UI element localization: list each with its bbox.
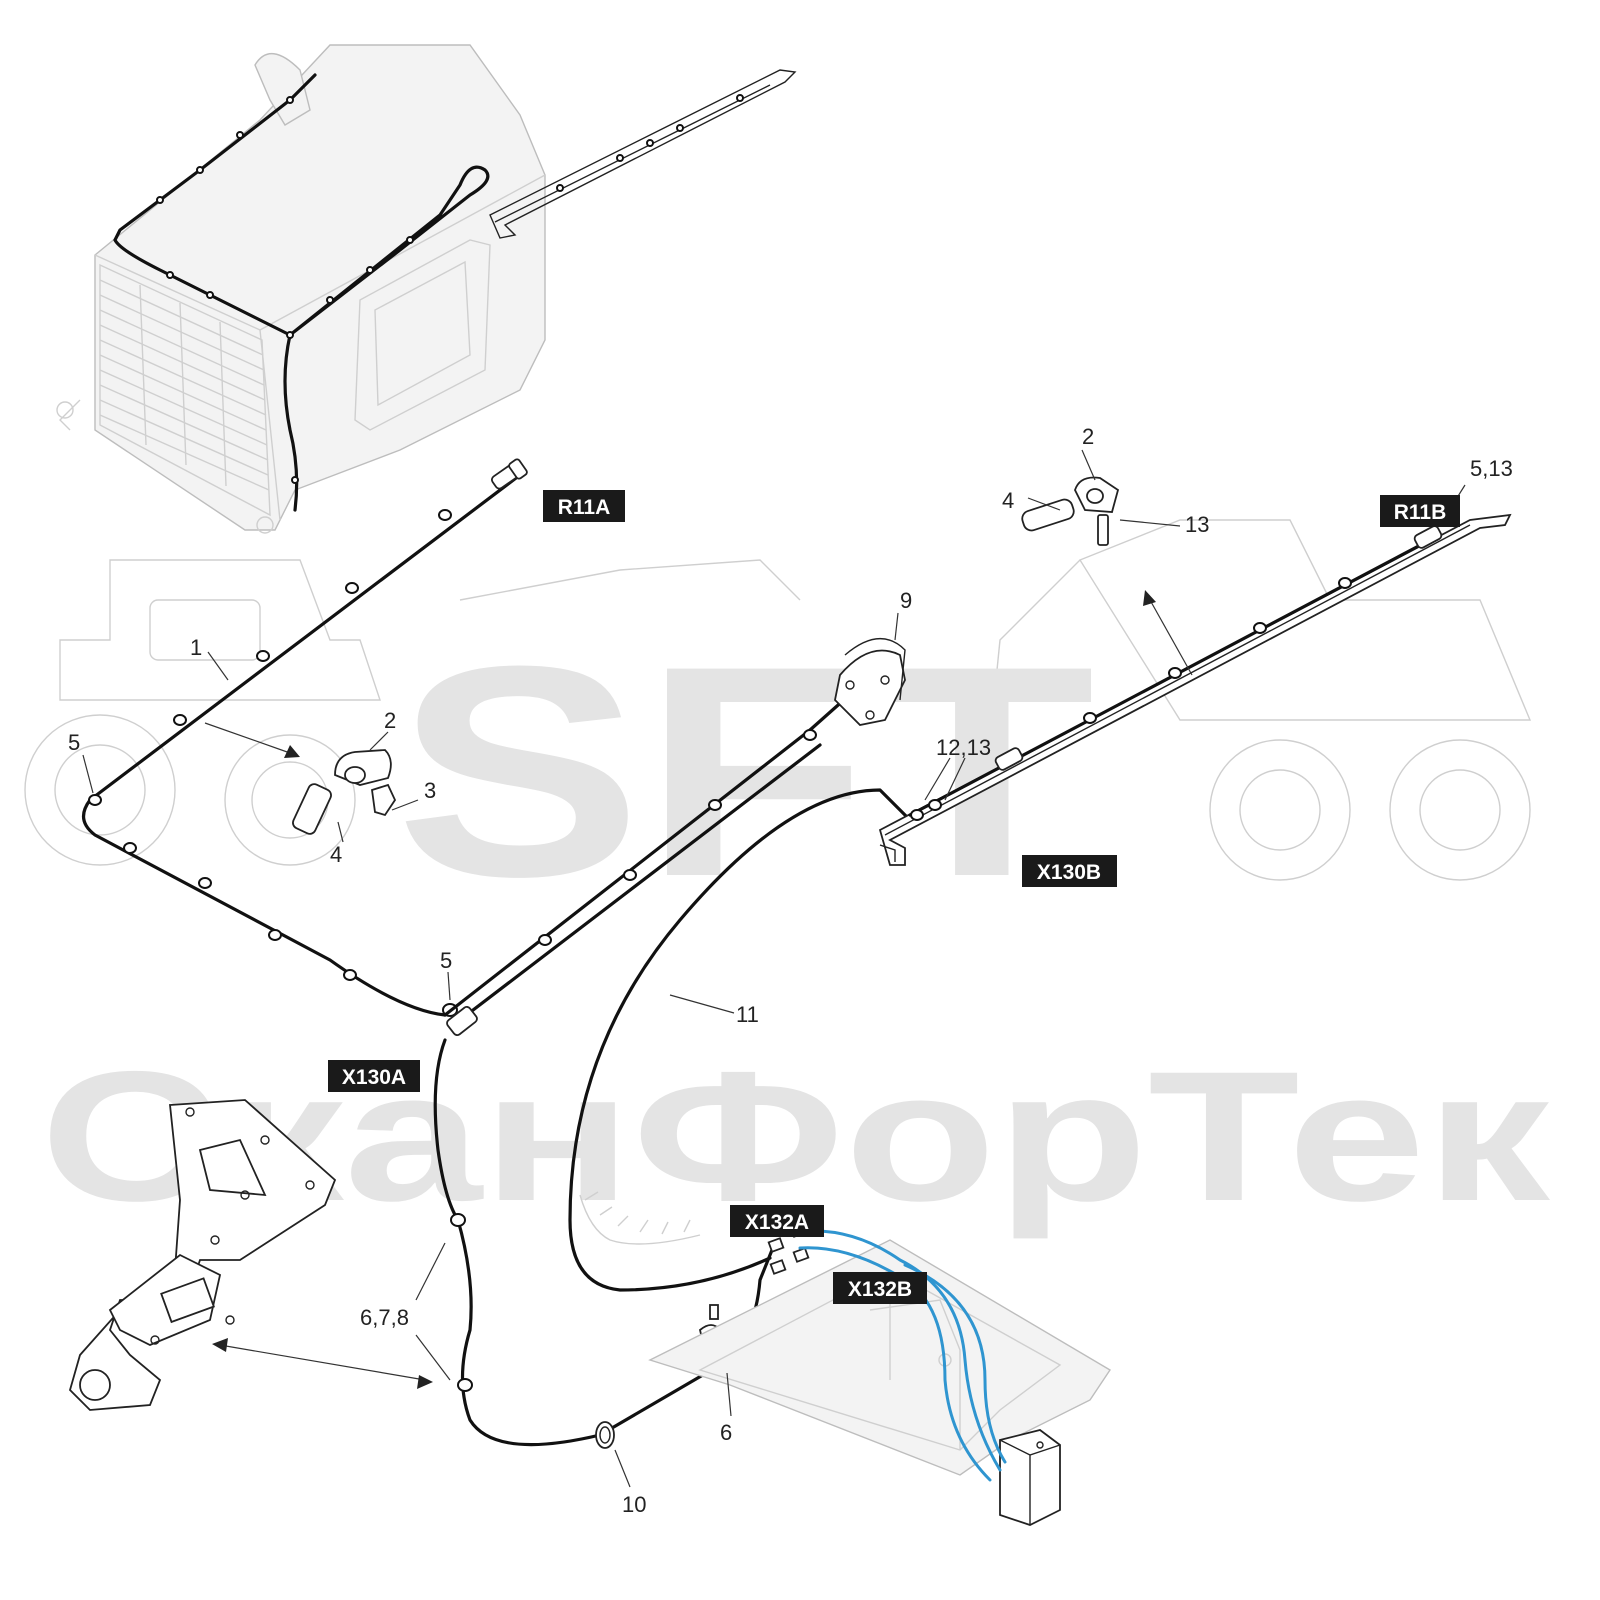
callout-5-left: 5 — [68, 730, 80, 755]
callout-5-center: 5 — [440, 948, 452, 973]
callout-6: 6 — [720, 1420, 732, 1445]
tag-r11a-label: R11A — [558, 496, 611, 519]
callout-4-right: 4 — [1002, 488, 1014, 513]
watermark-tractor-right — [989, 519, 1532, 881]
callout-2-right: 2 — [1082, 424, 1094, 449]
harness-11 — [568, 788, 912, 1292]
tag-x130b: X130B — [1022, 855, 1117, 887]
cab-assembly — [56, 44, 546, 534]
tag-x132b: X132B — [833, 1272, 927, 1304]
watermark-tractor-left — [24, 559, 801, 866]
tag-r11b-label: R11B — [1394, 501, 1447, 524]
hydraulic-hose-1 — [793, 1229, 1002, 1472]
tag-x132b-label: X132B — [848, 1278, 912, 1301]
hydraulic-hose-3 — [903, 1263, 1007, 1464]
floor-frame — [648, 1229, 1111, 1526]
callout-labels: 1 2 3 4 5 5 9 11 2 4 13 5,13 12,13 6,7,8… — [68, 424, 1513, 1517]
inline-connector — [994, 747, 1024, 771]
callout-4-left: 4 — [330, 842, 342, 867]
arrows — [204, 590, 1193, 1389]
tag-r11a: R11A — [543, 490, 625, 522]
callout-1: 1 — [190, 635, 202, 660]
hydraulic-hose-2 — [798, 1246, 992, 1482]
pedal-bracket-assembly — [68, 1099, 337, 1411]
callout-3: 3 — [424, 778, 436, 803]
callout-9: 9 — [900, 588, 912, 613]
tag-x132a: X132A — [730, 1205, 824, 1237]
callout-5-13: 5,13 — [1470, 456, 1513, 481]
clip-detail-left — [292, 749, 397, 835]
tag-x130a: X130A — [328, 1060, 420, 1092]
branch-harness — [443, 637, 906, 1036]
callout-11: 11 — [736, 1002, 759, 1027]
grommet-10 — [595, 1421, 615, 1449]
clip-detail-right — [1021, 476, 1120, 546]
x130a-connector — [446, 1006, 478, 1036]
lower-bracket-rail — [878, 513, 1512, 866]
callout-2-left: 2 — [384, 708, 396, 733]
tag-x132a-label: X132A — [745, 1211, 809, 1234]
tag-r11b: R11B — [1380, 495, 1460, 527]
callout-6-7-8: 6,7,8 — [360, 1305, 409, 1330]
watermark: SFT СканФорТек — [24, 519, 1551, 1240]
r11b-sensor-connector — [1413, 525, 1443, 549]
mounting-bracket-9 — [834, 637, 906, 726]
cab-grille — [99, 263, 271, 517]
watermark-logo: SFT — [395, 603, 1095, 939]
valve-box — [999, 1429, 1061, 1526]
leader-lines — [82, 449, 1466, 1488]
connector-tags: R11A R11B X130A X130B X132A X132B — [328, 490, 1460, 1304]
r11a-sensor-connector — [491, 458, 528, 490]
tag-x130a-label: X130A — [342, 1066, 406, 1089]
tag-x130b-label: X130B — [1037, 861, 1101, 884]
top-bracket-rail — [489, 69, 797, 239]
callout-10: 10 — [622, 1492, 646, 1517]
callout-12-13: 12,13 — [936, 735, 991, 760]
callout-13: 13 — [1185, 512, 1209, 537]
